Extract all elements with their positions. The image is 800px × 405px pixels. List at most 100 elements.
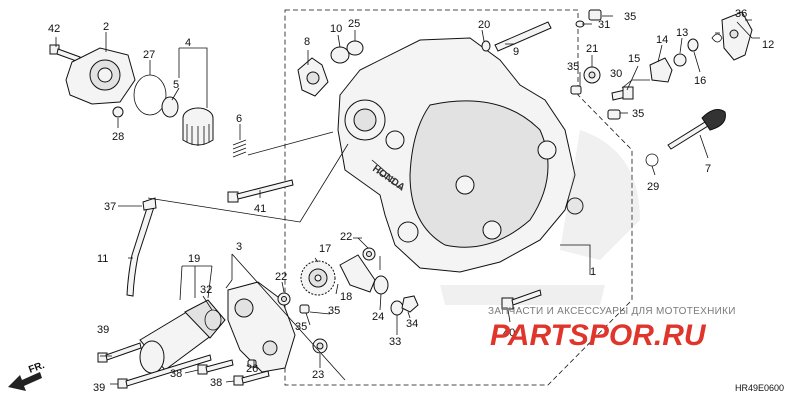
oring-32 [204, 309, 222, 331]
callout-20: 20 [478, 19, 490, 31]
callout-15: 15 [628, 53, 640, 65]
callout-35-top: 35 [624, 11, 636, 23]
callout-38-b: 38 [210, 377, 222, 389]
nut-34 [401, 295, 419, 313]
oring-29 [645, 153, 659, 167]
ring-16 [687, 38, 699, 52]
plate-12 [721, 11, 753, 61]
hose-11 [126, 204, 155, 297]
washer-33 [390, 300, 404, 316]
callout-32: 32 [200, 284, 212, 296]
dipstick-7 [667, 109, 726, 150]
callout-9: 9 [513, 46, 519, 58]
watermark: ЗАПЧАСТИ И АКСЕССУАРЫ ДЛЯ МОТОТЕХНИКИ PA… [488, 306, 736, 352]
callout-24: 24 [372, 311, 384, 323]
callout-1: 1 [590, 266, 596, 278]
collar-35-low [607, 109, 621, 120]
callout-40: 40 [503, 327, 515, 339]
callout-30: 30 [610, 68, 622, 80]
callout-34: 34 [406, 318, 418, 330]
seal-25 [346, 40, 364, 56]
callout-25: 25 [348, 18, 360, 30]
seal-21 [583, 66, 601, 84]
bolt-38-a [197, 359, 234, 375]
watermark-text: ЗАПЧАСТИ И АКСЕССУАРЫ ДЛЯ МОТОТЕХНИКИ [488, 306, 736, 317]
oil-filter-4 [182, 107, 214, 146]
callout-21: 21 [586, 43, 598, 55]
callout-41: 41 [254, 203, 266, 215]
bearing-22-a [362, 247, 376, 261]
bearing-22-b [277, 292, 291, 306]
callout-23: 23 [312, 369, 324, 381]
callout-35-pump-b: 35 [328, 305, 340, 317]
callout-31: 31 [598, 19, 610, 31]
callout-22-a: 22 [340, 231, 352, 243]
callout-37: 37 [104, 201, 116, 213]
bolt-40 [501, 289, 542, 310]
oring-27 [133, 74, 167, 116]
callout-10: 10 [330, 23, 342, 35]
callout-39-a: 39 [97, 324, 109, 336]
bolt-30 [611, 86, 634, 101]
callout-18: 18 [340, 291, 352, 303]
callout-39-b: 39 [93, 382, 105, 394]
callout-11: 11 [97, 253, 108, 265]
oring-5 [161, 96, 179, 118]
callout-29: 29 [647, 181, 659, 193]
callout-7: 7 [705, 163, 711, 175]
diagram-code: HR49E0600 [735, 383, 784, 393]
callout-19: 19 [188, 253, 200, 265]
front-label: FR. [27, 360, 46, 376]
gear-17 [300, 260, 336, 296]
callout-35-pump: 35 [295, 321, 307, 333]
impeller-8 [297, 57, 329, 97]
callout-35-low: 35 [632, 108, 644, 120]
leader-lines [55, 15, 760, 385]
callout-33: 33 [389, 336, 401, 348]
callout-13: 13 [676, 27, 688, 39]
dowel-pin-9 [494, 21, 552, 52]
callout-8: 8 [304, 36, 310, 48]
callout-numbers: 42 2 27 4 5 6 28 8 10 25 20 9 31 35 21 3… [48, 8, 774, 394]
callout-2: 2 [103, 21, 109, 33]
collar-35-mid [570, 85, 582, 95]
callout-27: 27 [143, 49, 155, 61]
bearing-23 [312, 338, 328, 354]
seal-24 [373, 275, 389, 295]
clip-37 [142, 197, 157, 211]
cover-2 [65, 47, 136, 105]
pump-cover-3 [227, 281, 296, 373]
spring-6 [232, 139, 247, 158]
front-arrow-icon [8, 372, 42, 391]
callout-35-mid: 35 [567, 61, 579, 73]
callout-38-a: 38 [170, 368, 182, 380]
callout-36: 36 [735, 8, 747, 20]
cam-14 [649, 57, 673, 83]
collar-35-top [588, 9, 602, 21]
callout-17: 17 [319, 243, 331, 255]
callout-6: 6 [236, 113, 242, 125]
callout-14: 14 [656, 34, 668, 46]
callout-26: 26 [246, 363, 258, 375]
honda-wing-watermark [440, 130, 640, 305]
front-direction-indicator: FR. [8, 360, 46, 391]
pin-35-low [299, 304, 310, 314]
clip-36 [711, 33, 723, 43]
callout-12: 12 [762, 39, 774, 51]
crankcase-cover: HONDA [337, 37, 584, 273]
callout-3: 3 [236, 241, 242, 253]
callout-42: 42 [48, 23, 60, 35]
callout-4: 4 [185, 37, 191, 49]
bolt-41 [227, 179, 294, 203]
washer-20 [481, 40, 491, 52]
watermark-logo: PARTSPOR.RU [490, 319, 707, 352]
link-18 [339, 254, 376, 293]
callout-28: 28 [112, 131, 124, 143]
bolt-39-b [117, 354, 212, 389]
washer-28 [112, 106, 124, 118]
callout-16: 16 [694, 75, 706, 87]
callout-5: 5 [173, 79, 179, 91]
starter-motor-19 [139, 299, 226, 374]
